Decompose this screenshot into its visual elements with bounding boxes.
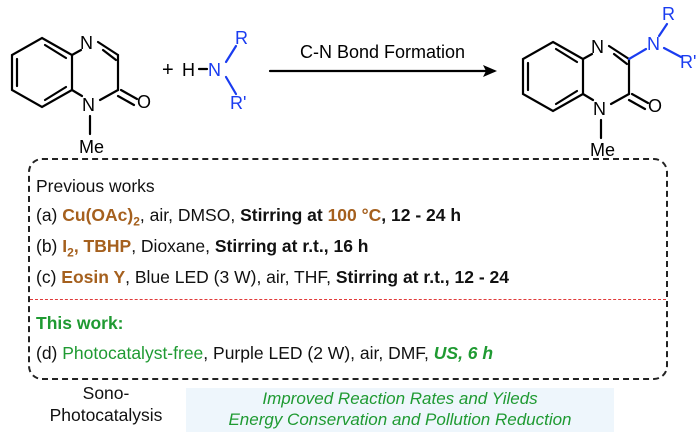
benefit-energy-pollution: Energy Conservation and Pollution Reduct… — [228, 410, 572, 429]
reactant-n1-atom: N — [82, 95, 95, 115]
product-r-group: R — [662, 4, 675, 24]
amine-r-prime-group: R' — [230, 93, 246, 113]
reactant-n-atom: N — [80, 33, 93, 53]
product-n-atom: N — [591, 37, 604, 57]
reactant-structure — [10, 36, 139, 136]
amine-r-group: R — [235, 28, 248, 48]
benefit-rates-yields: Improved Reaction Rates and Yileds — [262, 389, 538, 408]
condition-c: (c) Eosin Y, Blue LED (3 W), air, THF, S… — [36, 267, 509, 287]
product-n1-atom: N — [593, 99, 606, 119]
condition-a-temperature: 100 °C — [327, 205, 382, 225]
product-r-prime-group: R' — [680, 52, 696, 72]
amine-h-atom: H — [182, 60, 195, 80]
amine-structure — [197, 44, 238, 96]
condition-d-tag: (d) — [36, 343, 63, 363]
previous-works-heading: Previous works — [36, 176, 155, 196]
condition-d: (d) Photocatalyst-free, Purple LED (2 W)… — [36, 343, 494, 363]
plus-sign: + — [162, 59, 174, 81]
benefits-banner: Improved Reaction Rates and Yileds Energ… — [186, 388, 614, 432]
product-methyl: Me — [590, 140, 615, 160]
condition-c-catalyst: Eosin Y — [61, 267, 126, 287]
red-dashed-divider — [30, 299, 666, 300]
condition-d-catalyst: Photocatalyst-free — [62, 343, 204, 363]
product-structure — [521, 22, 683, 140]
arrow-label: C-N Bond Formation — [300, 42, 465, 62]
amine-n-atom: N — [208, 60, 221, 80]
condition-d-ultrasound: US, 6 h — [433, 343, 494, 363]
conditions-box — [28, 158, 668, 380]
condition-a-catalyst: Cu(OAc)2 — [62, 205, 140, 229]
this-work-heading: This work: — [36, 313, 124, 333]
product-amine-n-atom: N — [647, 34, 660, 54]
reactant-o-atom: O — [137, 92, 151, 112]
sono-photocatalysis-label: Sono- Photocatalysis — [49, 383, 163, 425]
product-o-atom: O — [648, 96, 662, 116]
condition-b-oxidant: I2, TBHP — [62, 236, 132, 260]
condition-a: (a) Cu(OAc)2, air, DMSO, Stirring at 100… — [36, 205, 462, 229]
condition-c-tag: (c) — [36, 267, 62, 287]
condition-b: (b) I2, TBHP, Dioxane, Stirring at r.t.,… — [36, 236, 369, 260]
reactant-methyl: Me — [79, 137, 104, 157]
condition-a-tag: (a) — [36, 205, 63, 225]
condition-b-tag: (b) — [36, 236, 63, 256]
reaction-scheme: N N O Me + H N R R' C-N Bond Formation N… — [10, 4, 696, 160]
